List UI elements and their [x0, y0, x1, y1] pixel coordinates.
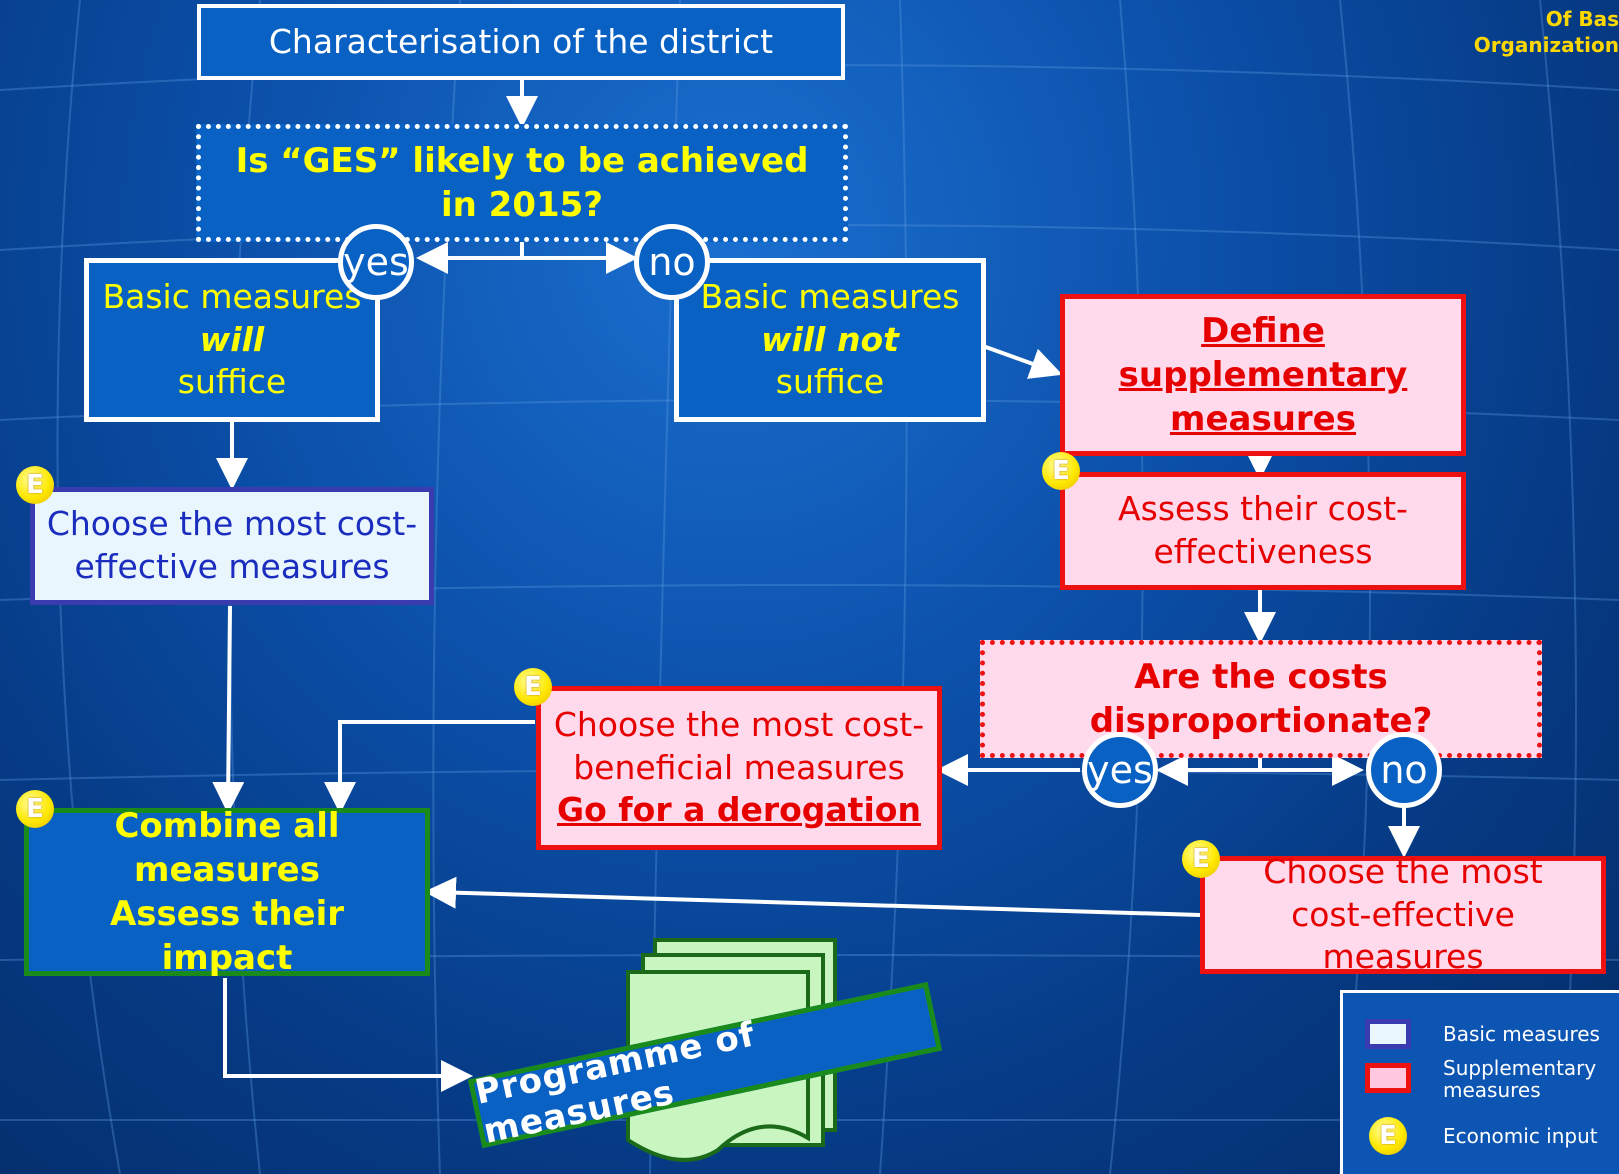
- choose-cost-effective-right-label: Choose the most cost-effective measures: [1263, 851, 1543, 977]
- characterisation-label: Characterisation of the district: [268, 21, 774, 61]
- basic-will-line3: suffice: [177, 362, 287, 402]
- arrow-choose-to-combine: [212, 605, 245, 814]
- combine-box: Combine all measures Assess their impact: [24, 806, 430, 978]
- arrow-choose-right-to-combine: [424, 876, 1201, 917]
- basic-will-not-line1: Basic measures: [700, 276, 960, 316]
- arrow-combine-to-programme: [223, 978, 473, 1092]
- ges-question-box: Is “GES” likely to be achieved in 2015?: [196, 124, 848, 242]
- economic-input-icon: E: [1042, 452, 1080, 490]
- economic-input-icon: E: [16, 466, 54, 504]
- legend-economic-icon: E: [1369, 1117, 1407, 1155]
- choose-cost-effective-right-box: Choose the most cost-effective measures: [1200, 852, 1606, 976]
- corner-header-line1: Of Bas: [1545, 7, 1619, 31]
- decision-no1-label: no: [648, 240, 696, 284]
- combine-line1: Combine all measures: [114, 805, 340, 890]
- costs-question-label: Are the costs disproportionate?: [1089, 656, 1433, 741]
- costs-question-box: Are the costs disproportionate?: [980, 640, 1542, 758]
- choose-cost-beneficial-box: Choose the most cost-beneficial measures…: [536, 686, 942, 850]
- decision-no2: no: [1366, 732, 1442, 808]
- ges-question-label: Is “GES” likely to be achieved in 2015?: [235, 140, 809, 225]
- decision-yes1-label: yes: [343, 240, 409, 284]
- basic-will-line1: Basic measures: [102, 276, 362, 316]
- basic-will-not-box: Basic measures will not suffice: [674, 258, 986, 422]
- choose-cost-beneficial-line1: Choose the most cost-beneficial measures: [553, 704, 925, 787]
- assess-cost-effectiveness-box: Assess their cost-effectiveness: [1060, 472, 1466, 590]
- combine-line2: Assess their impact: [109, 894, 345, 979]
- arrow-beneficial-to-combine: [324, 720, 535, 814]
- economic-input-icon: E: [514, 668, 552, 706]
- economic-input-icon: E: [1182, 840, 1220, 878]
- choose-cost-beneficial-line2: Go for a derogation: [557, 790, 921, 830]
- legend-basic-swatch: [1365, 1019, 1411, 1049]
- basic-will-box: Basic measures will suffice: [84, 258, 380, 422]
- basic-will-line2: will: [199, 319, 265, 359]
- decision-no2-label: no: [1380, 748, 1428, 792]
- assess-cost-effectiveness-label: Assess their cost-effectiveness: [1118, 489, 1408, 571]
- define-supplementary-label: Define supplementary measures: [1118, 310, 1408, 440]
- decision-yes1: yes: [338, 224, 414, 300]
- corner-header-line2: Organization: [1473, 33, 1619, 57]
- choose-cost-effective-left-box: Choose the most cost-effective measures: [30, 487, 434, 605]
- basic-will-not-line2: will not: [761, 319, 899, 359]
- decision-yes2-label: yes: [1087, 748, 1153, 792]
- decision-no1: no: [634, 224, 710, 300]
- corner-header: Of Bas Organization: [1474, 6, 1619, 58]
- decision-yes2: yes: [1082, 732, 1158, 808]
- define-supplementary-box: Define supplementary measures: [1060, 294, 1466, 456]
- choose-cost-effective-left-label: Choose the most cost-effective measures: [46, 504, 418, 586]
- economic-input-icon: E: [16, 790, 54, 828]
- basic-will-not-line3: suffice: [775, 362, 885, 402]
- legend-economic-label: Economic input: [1443, 1124, 1598, 1148]
- legend: Basic measures Supplementary measures E …: [1340, 990, 1619, 1174]
- characterisation-box: Characterisation of the district: [197, 4, 845, 80]
- legend-supplementary-swatch: [1365, 1063, 1411, 1093]
- legend-basic-label: Basic measures: [1443, 1022, 1600, 1046]
- legend-supplementary-label: Supplementary measures: [1443, 1056, 1597, 1102]
